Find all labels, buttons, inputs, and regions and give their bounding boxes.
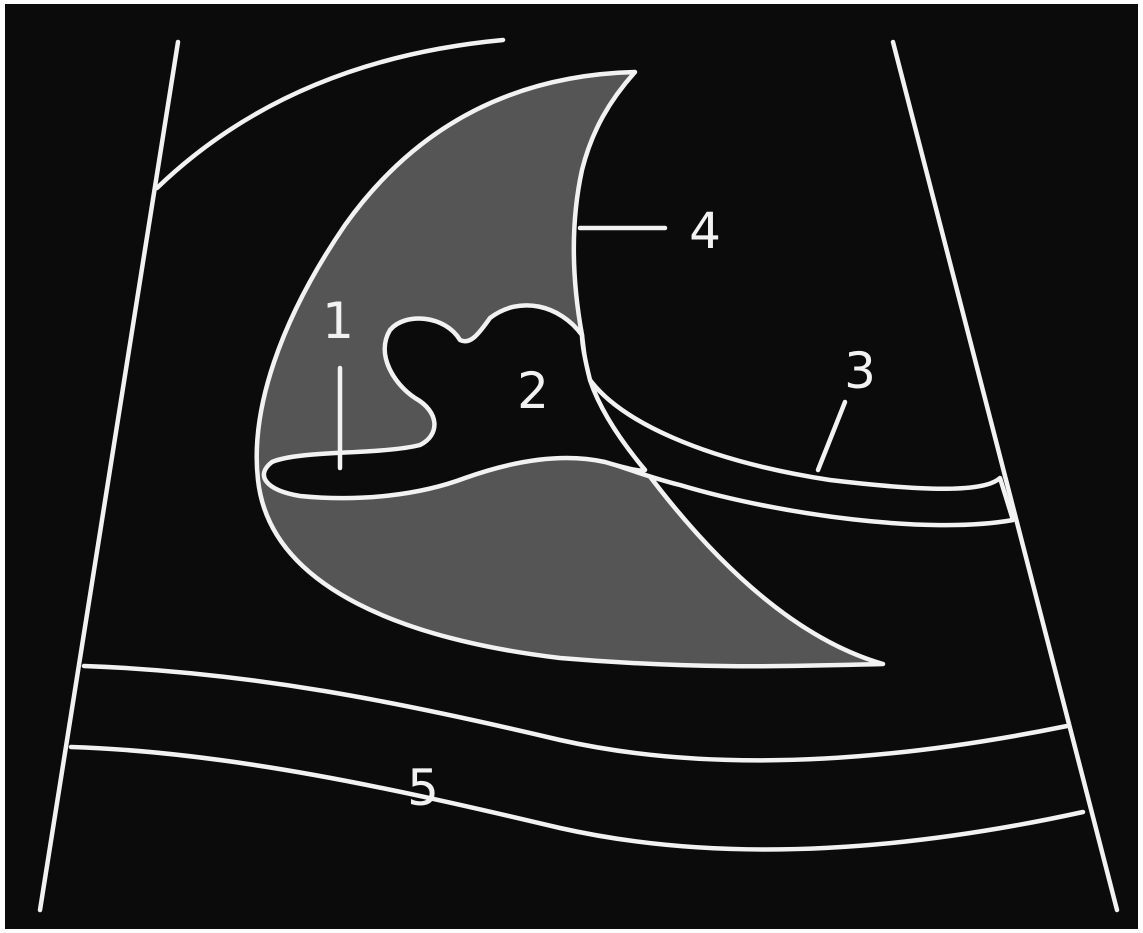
label-4: 4: [689, 202, 721, 260]
band-5-lower-line: [71, 747, 1083, 849]
label-5: 5: [407, 759, 439, 817]
label-1: 1: [322, 292, 354, 350]
right-boundary-line: [893, 42, 1117, 910]
band-5-upper-line: [84, 666, 1067, 760]
label-3: 3: [844, 342, 876, 400]
leader-line-3: [818, 402, 845, 470]
label-2: 2: [517, 362, 549, 420]
left-boundary-line: [40, 42, 178, 910]
